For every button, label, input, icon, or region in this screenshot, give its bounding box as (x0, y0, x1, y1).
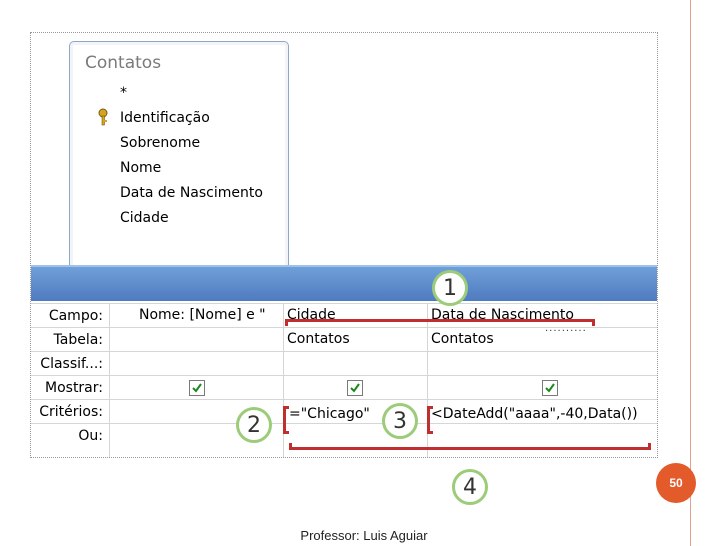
callout-2: 2 (236, 407, 272, 443)
show-checkbox-3[interactable] (542, 380, 558, 396)
show-checkbox-1[interactable] (189, 380, 205, 396)
show-checkbox-2[interactable] (347, 380, 363, 396)
primary-key-icon (98, 108, 108, 126)
cell-criterio-data[interactable]: <DateAdd("aaaa",-40,Data()) (431, 406, 638, 422)
splitter-bar[interactable] (31, 265, 657, 301)
cell-tabela-2[interactable]: Contatos (287, 331, 350, 347)
field-sobrenome[interactable]: Sobrenome (120, 135, 201, 151)
field-identificacao[interactable]: Identificação (120, 110, 210, 126)
callout-1: 1 (432, 270, 468, 306)
field-list-title: Contatos (85, 53, 162, 73)
grid-row-tabela: Tabela: (31, 327, 657, 352)
grid-row-campo: Campo: (31, 303, 657, 328)
callout-4: 4 (452, 469, 488, 505)
row-label-ou: Ou: (78, 428, 103, 444)
row-label-campo: Campo: (48, 308, 103, 324)
row-label-tabela: Tabela: (53, 332, 104, 348)
grid-divider (283, 303, 284, 457)
grid-row-mostrar: Mostrar: (31, 375, 657, 400)
dotted-marker: .......... (545, 323, 587, 334)
row-label-criterios: Critérios: (39, 404, 103, 420)
bracket-campo (285, 319, 595, 326)
bracket-data-left (427, 406, 433, 434)
bracket-cidade-left (283, 406, 289, 434)
query-design-screenshot: Contatos * Identificação Sobrenome Nome … (30, 32, 658, 458)
grid-divider (109, 303, 110, 457)
field-cidade[interactable]: Cidade (120, 210, 169, 226)
field-all[interactable]: * (120, 85, 127, 101)
design-grid: Campo: Tabela: Classif...: Mostrar: Crit… (31, 303, 657, 457)
cell-criterio-cidade[interactable]: ="Chicago" (289, 406, 370, 422)
cell-tabela-3[interactable]: Contatos (431, 331, 494, 347)
grid-row-ou: Ou: (31, 423, 657, 448)
grid-row-classificacao: Classif...: (31, 351, 657, 376)
field-nome[interactable]: Nome (120, 160, 162, 176)
field-list-contatos[interactable]: Contatos * Identificação Sobrenome Nome … (69, 41, 289, 271)
field-data-nascimento[interactable]: Data de Nascimento (120, 185, 263, 201)
slide-border (690, 0, 728, 546)
slide-footer: Professor: Luis Aguiar (300, 528, 428, 543)
bracket-criterios-bottom (289, 443, 651, 450)
callout-3: 3 (382, 403, 418, 439)
row-label-mostrar: Mostrar: (45, 380, 103, 396)
row-label-classificacao: Classif...: (40, 356, 103, 372)
grid-row-criterios: Critérios: (31, 399, 657, 424)
slide-number-badge: 50 (656, 463, 696, 503)
cell-campo-1[interactable]: Nome: [Nome] e " (139, 307, 266, 323)
grid-divider (427, 303, 428, 457)
